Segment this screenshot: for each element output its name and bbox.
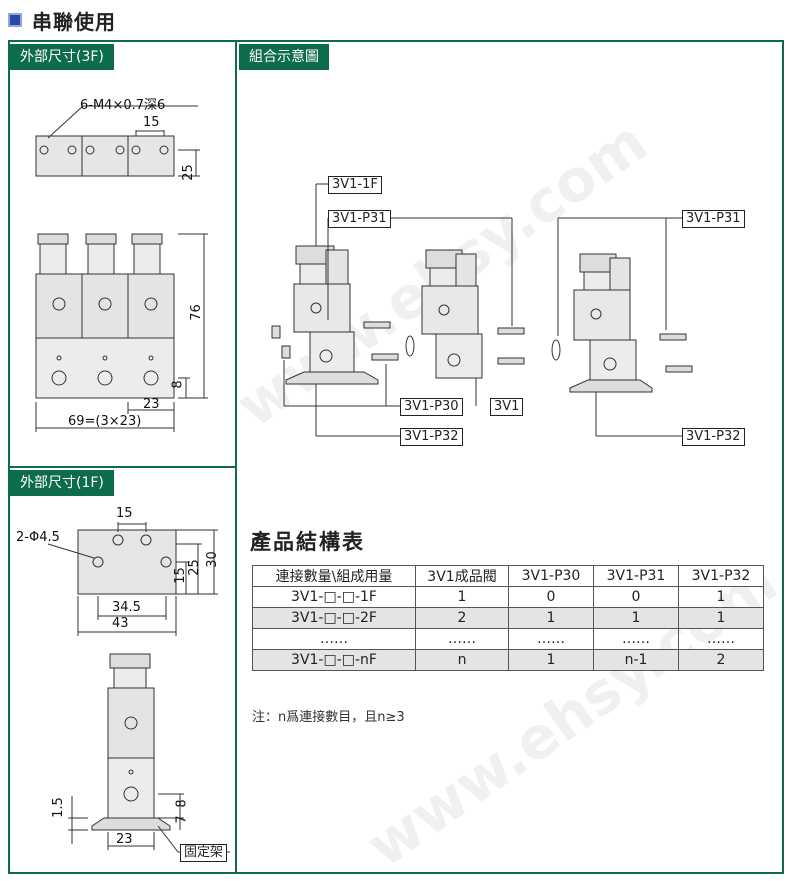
label-3v1-p31-left: 3V1-P31 bbox=[328, 210, 391, 228]
label-bracket: 固定架 bbox=[180, 844, 228, 862]
table-cell: 2 bbox=[678, 649, 764, 671]
table-cell: 3V1-□-□-2F bbox=[252, 607, 416, 629]
label-3v1-p32-right: 3V1-P32 bbox=[682, 428, 745, 446]
dim-spacing-23: 23 bbox=[143, 397, 160, 412]
tab-dimensions-1f: 外部尺寸(1F) bbox=[10, 470, 114, 496]
dim-h15: 15 bbox=[172, 567, 188, 584]
dim-w23: 23 bbox=[116, 832, 133, 847]
label-3v1: 3V1 bbox=[490, 398, 524, 416]
table-header-cell: 3V1-P30 bbox=[508, 565, 594, 587]
section-title: 串聯使用 bbox=[32, 9, 116, 34]
table-cell: 1 bbox=[678, 607, 764, 629]
table-cell: …… bbox=[678, 628, 764, 650]
dim-d8: 8 bbox=[174, 799, 190, 808]
table-header-row: 連接數量\組成用量 3V1成品閥 3V1-P30 3V1-P31 3V1-P32 bbox=[252, 565, 764, 587]
divider-vertical bbox=[235, 40, 237, 874]
dim-h30: 30 bbox=[204, 551, 220, 568]
table-cell: …… bbox=[593, 628, 679, 650]
label-3v1-1f: 3V1-1F bbox=[328, 176, 382, 194]
table-cell: n bbox=[415, 649, 509, 671]
dim-h25: 25 bbox=[186, 559, 202, 576]
tab-assembly-diagram: 組合示意圖 bbox=[239, 44, 329, 70]
dim-w345: 34.5 bbox=[112, 600, 141, 615]
table-note: 注：n爲連接數目，且n≥3 bbox=[252, 710, 405, 725]
table-cell: 1 bbox=[508, 649, 594, 671]
dim-height-76: 76 bbox=[188, 304, 204, 321]
dim-bottom-8: 8 bbox=[170, 380, 186, 389]
table-cell: 3V1-□-□-nF bbox=[252, 649, 416, 671]
dim-width-total: 69=(3×23) bbox=[68, 414, 142, 429]
label-3v1-p30: 3V1-P30 bbox=[400, 398, 463, 416]
tab-dimensions-3f: 外部尺寸(3F) bbox=[10, 44, 114, 70]
table-cell: …… bbox=[415, 628, 509, 650]
dim-d7: 7 bbox=[174, 815, 190, 824]
table-cell: 1 bbox=[678, 586, 764, 608]
divider-horizontal bbox=[8, 466, 237, 468]
drawing-1f bbox=[47, 522, 230, 853]
dim-pitch-3f: 15 bbox=[143, 115, 160, 130]
table-header-cell: 3V1-P32 bbox=[678, 565, 764, 587]
dim-d15: 1.5 bbox=[50, 797, 66, 818]
content-frame bbox=[8, 40, 784, 874]
table-header-cell: 3V1-P31 bbox=[593, 565, 679, 587]
table-cell: n-1 bbox=[593, 649, 679, 671]
table-cell: 0 bbox=[508, 586, 594, 608]
table-cell: 0 bbox=[593, 586, 679, 608]
square-bullet-icon bbox=[8, 13, 22, 27]
table-header-cell: 連接數量\組成用量 bbox=[252, 565, 416, 587]
drawing-3f bbox=[35, 105, 208, 432]
dim-w43: 43 bbox=[112, 616, 129, 631]
table-cell: 1 bbox=[593, 607, 679, 629]
table-header-cell: 3V1成品閥 bbox=[415, 565, 509, 587]
table-cell: 1 bbox=[415, 586, 509, 608]
label-3v1-p31-right: 3V1-P31 bbox=[682, 210, 745, 228]
assembly-diagram bbox=[271, 183, 693, 437]
table-row: 3V1-□-□-2F 2 1 1 1 bbox=[252, 607, 764, 629]
table-cell: 2 bbox=[415, 607, 509, 629]
table-row: 3V1-□-□-1F 1 0 0 1 bbox=[252, 586, 764, 608]
product-table: 連接數量\組成用量 3V1成品閥 3V1-P30 3V1-P31 3V1-P32… bbox=[252, 565, 764, 671]
table-cell: …… bbox=[252, 628, 416, 650]
table-cell: 3V1-□-□-1F bbox=[252, 586, 416, 608]
product-table-title: 產品結構表 bbox=[250, 530, 365, 554]
table-row: 3V1-□-□-nF n 1 n-1 2 bbox=[252, 649, 764, 671]
section-header: 串聯使用 bbox=[8, 8, 116, 34]
dim-pitch-1f: 15 bbox=[116, 506, 133, 521]
dim-height-25: 25 bbox=[180, 164, 196, 181]
table-row: …… …… …… …… …… bbox=[252, 628, 764, 650]
table-cell: …… bbox=[508, 628, 594, 650]
label-3v1-p32-left: 3V1-P32 bbox=[400, 428, 463, 446]
dim-hole: 2-Φ4.5 bbox=[16, 530, 60, 545]
table-cell: 1 bbox=[508, 607, 594, 629]
dim-thread: 6-M4×0.7深6 bbox=[80, 98, 166, 113]
